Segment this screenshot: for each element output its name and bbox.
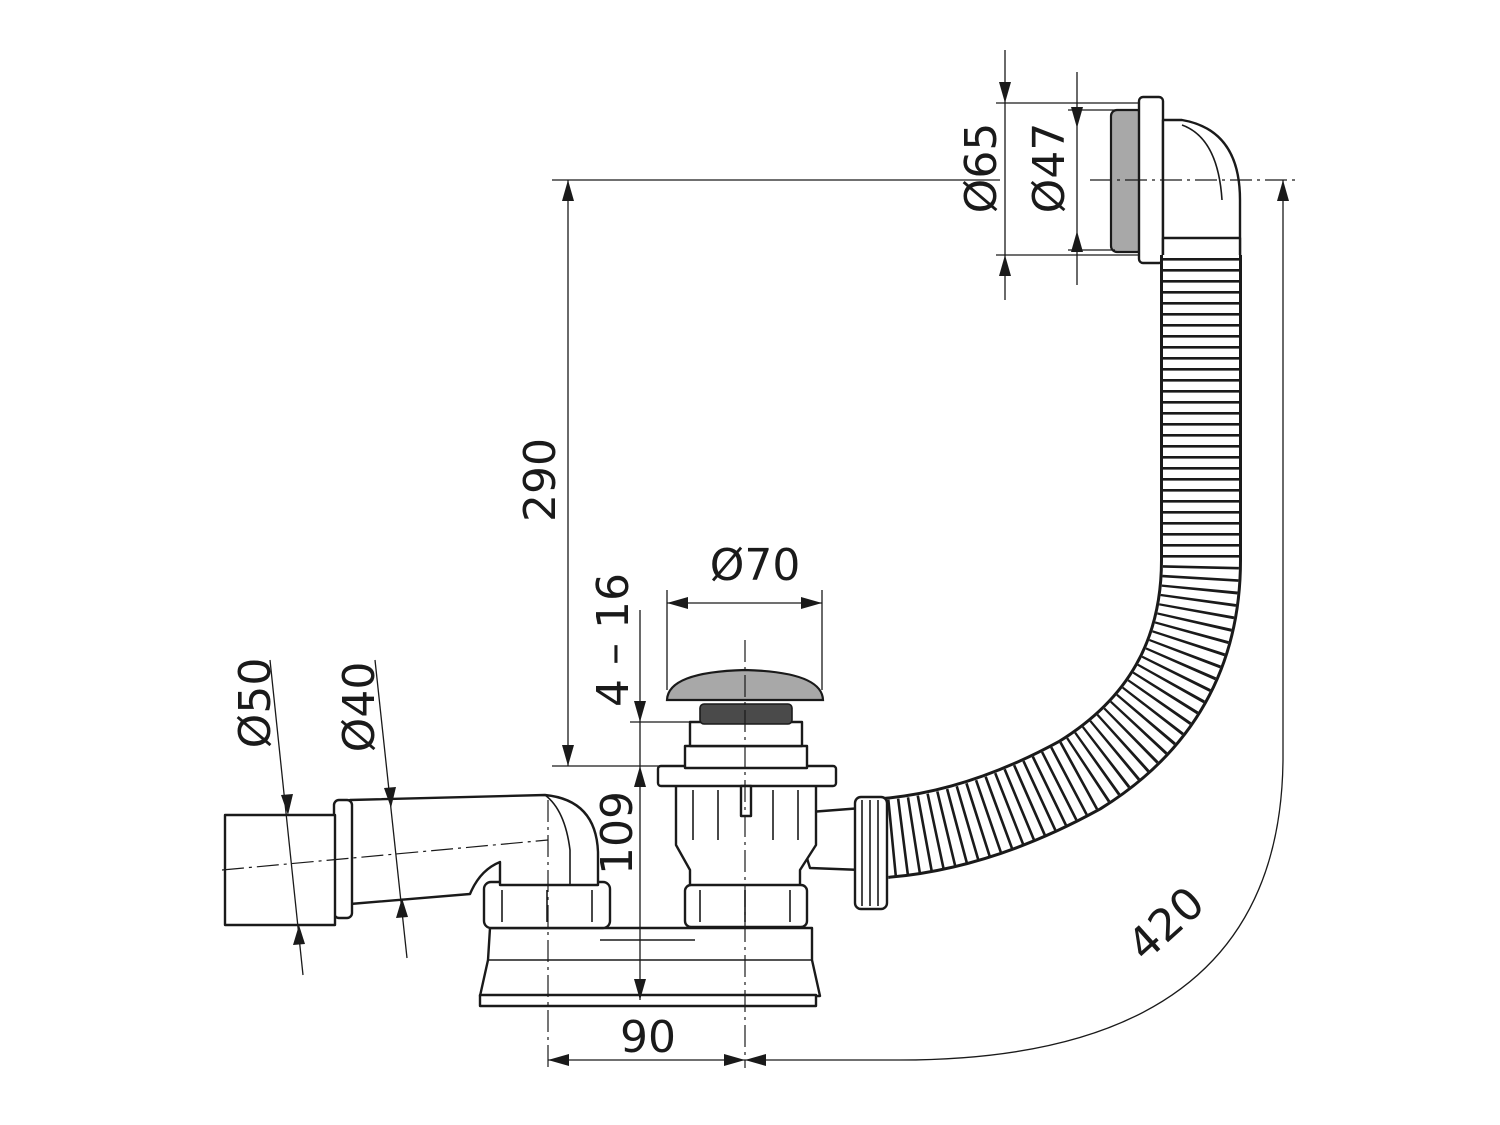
outlet-elbow-inner bbox=[544, 794, 571, 885]
label-420: 420 bbox=[1118, 877, 1215, 971]
arrowhead bbox=[634, 701, 646, 722]
arrowhead bbox=[1071, 107, 1083, 128]
arrowhead bbox=[667, 597, 688, 609]
arrowhead bbox=[1071, 231, 1083, 252]
base-tray bbox=[478, 993, 818, 1008]
overflow-elbow-inner bbox=[1181, 124, 1223, 201]
label-o40: Ø40 bbox=[334, 662, 385, 753]
arrowhead bbox=[999, 255, 1011, 276]
trap-assembly bbox=[478, 880, 822, 1008]
outlet-pipe-centerline bbox=[221, 839, 549, 871]
dim-line-420 bbox=[745, 180, 1284, 1061]
plug-seal bbox=[699, 703, 793, 725]
arrowhead bbox=[745, 1054, 766, 1066]
arrowhead bbox=[801, 597, 822, 609]
outlet-pipe bbox=[223, 813, 337, 927]
dimension-lines bbox=[269, 50, 1289, 1066]
arrowhead bbox=[1277, 180, 1289, 201]
label-290: 290 bbox=[515, 438, 566, 522]
arrowhead bbox=[384, 787, 396, 808]
arrowhead bbox=[293, 925, 305, 945]
hose-nut bbox=[853, 795, 889, 911]
outlet-elbow bbox=[348, 793, 600, 906]
arrowhead bbox=[634, 979, 646, 1000]
label-4-16: 4 – 16 bbox=[588, 573, 639, 707]
arrowhead bbox=[999, 82, 1011, 103]
spindle bbox=[739, 784, 753, 818]
drain-neck bbox=[688, 720, 804, 748]
label-o47: Ø47 bbox=[1024, 123, 1075, 214]
arrowhead bbox=[724, 1054, 745, 1066]
arrowhead bbox=[396, 898, 408, 918]
arrowhead bbox=[548, 1054, 569, 1066]
arrowhead bbox=[562, 745, 574, 766]
outlet-assembly bbox=[223, 793, 600, 927]
drain-lower-nut bbox=[683, 883, 809, 929]
label-90: 90 bbox=[620, 1012, 676, 1063]
arrowhead bbox=[562, 180, 574, 201]
corrugated-hose bbox=[881, 255, 1242, 879]
dimension-labels: Ø65 Ø47 290 Ø70 4 – 16 109 Ø50 Ø40 90 42… bbox=[230, 123, 1215, 1063]
label-109: 109 bbox=[592, 791, 643, 875]
label-o70: Ø70 bbox=[710, 540, 801, 591]
hose-ribs bbox=[884, 258, 1239, 876]
trap-bowl bbox=[478, 926, 822, 998]
tee-connector bbox=[803, 795, 889, 911]
dim-line-o50 bbox=[269, 659, 304, 976]
arrowhead bbox=[281, 794, 293, 815]
label-o50: Ø50 bbox=[230, 658, 281, 749]
center-lines bbox=[221, 179, 1295, 1068]
arrowhead bbox=[634, 766, 646, 787]
drain-body-ring bbox=[683, 744, 809, 770]
overflow-elbow bbox=[1161, 118, 1242, 257]
label-o65: Ø65 bbox=[956, 123, 1007, 214]
